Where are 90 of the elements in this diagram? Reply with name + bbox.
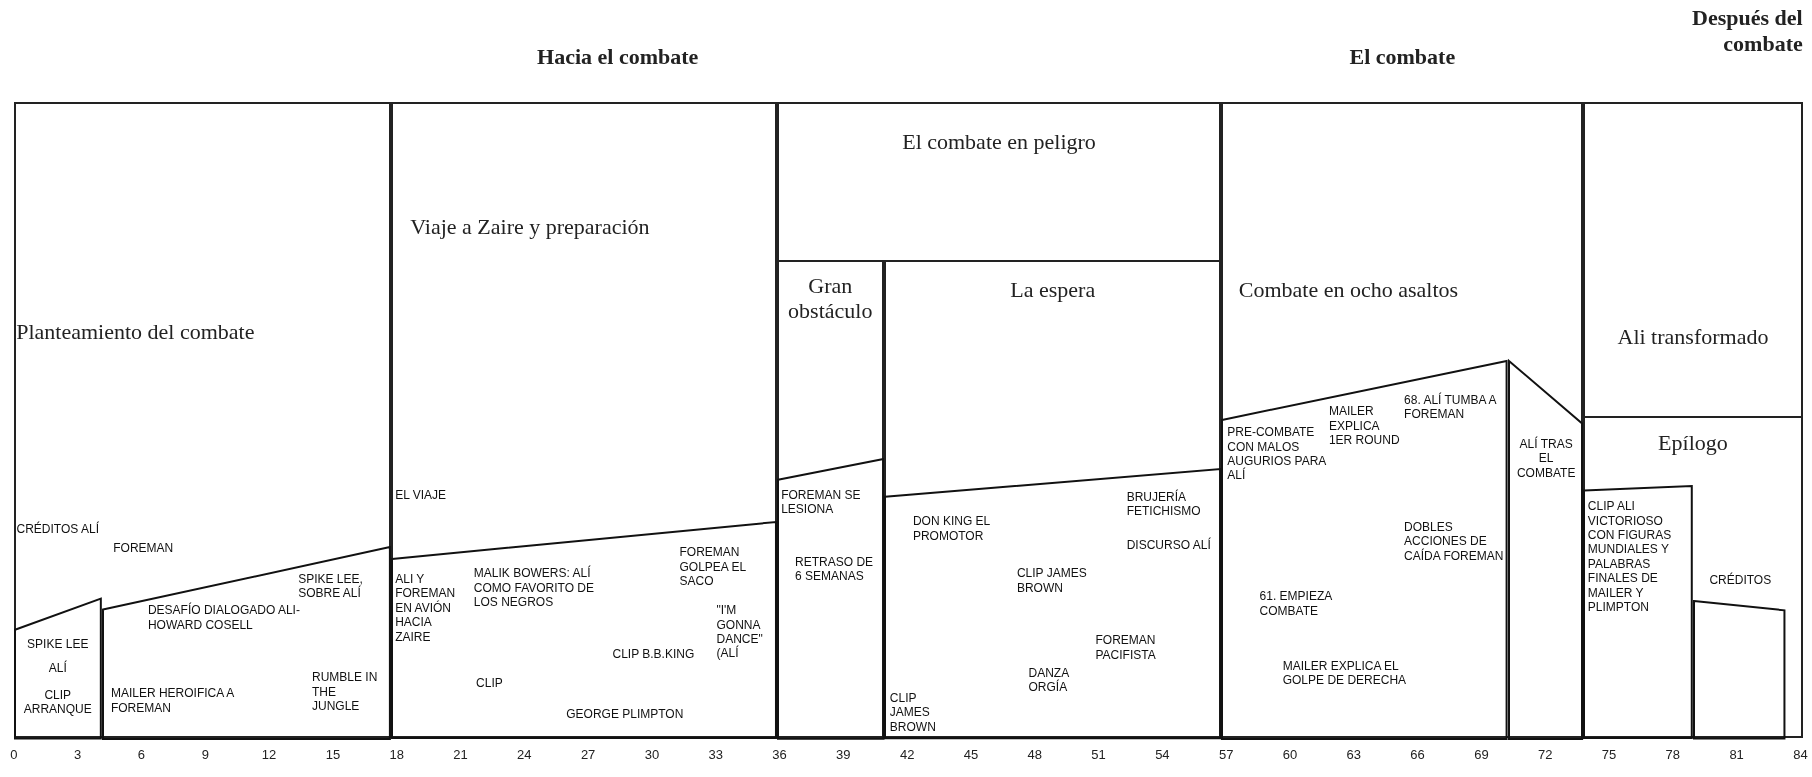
section-box: [1583, 101, 1803, 739]
scene-note: ALI Y FOREMAN EN AVIÓN HACIA ZAIRE: [395, 572, 457, 644]
axis-tick-label: 51: [1090, 746, 1107, 762]
section-box: [390, 101, 777, 739]
scene-note: CLIP JAMES BROWN: [889, 691, 937, 735]
scene-block: [776, 458, 885, 739]
scene-note: SPIKE LEE: [26, 636, 90, 652]
scene-block: [13, 520, 102, 739]
act-heading: Después del combate: [1691, 4, 1803, 58]
section-title: Ali transformado: [1616, 323, 1770, 349]
axis-tick-label: 3: [73, 746, 83, 762]
axis-tick-label: 0: [9, 746, 19, 762]
axis-tick-label: 54: [1154, 746, 1171, 762]
axis-tick-label: 81: [1728, 746, 1745, 762]
axis-tick-label: 36: [771, 746, 788, 762]
axis-tick-label: 63: [1345, 746, 1363, 762]
section-title: La espera: [1009, 277, 1097, 303]
scene-note: ALÍ TRAS EL COMBATE: [1515, 436, 1577, 480]
scene-note: CLIP B.B.KING: [612, 647, 696, 662]
scene-note: FOREMAN: [113, 540, 175, 556]
scene-note: "I'M GONNA DANCE" (ALÍ: [716, 603, 764, 661]
axis-tick-label: 84: [1792, 746, 1809, 762]
scene-block: [884, 469, 1222, 739]
section-title: El combate en peligro: [901, 129, 1097, 155]
section-title: Viaje a Zaire y preparación: [410, 213, 651, 240]
scene-heading: CRÉDITOS ALÍ: [15, 522, 100, 537]
axis-tick-label: 60: [1281, 746, 1299, 762]
section-box: [776, 260, 885, 739]
section-title: Combate en ocho asaltos: [1238, 277, 1460, 303]
scene-note: CLIP JAMES BROWN: [1016, 566, 1088, 595]
axis-tick-label: 72: [1536, 746, 1554, 762]
scene-heading: CRÉDITOS: [1708, 573, 1773, 588]
axis-tick-label: 21: [452, 746, 469, 762]
scene-block: [1692, 570, 1786, 739]
section-box: [1221, 101, 1584, 739]
section-box: [13, 101, 391, 739]
scene-note: RETRASO DE 6 SEMANAS: [795, 554, 875, 584]
axis-tick-label: 15: [324, 746, 342, 762]
axis-tick-label: 57: [1217, 746, 1235, 762]
section-title: Epílogo: [1657, 429, 1729, 456]
scene-note: CLIP ALI VICTORIOSO CON FIGURAS MUNDIALES Y PALABRAS FINALES DE MAILER Y PLIMPTON: [1587, 499, 1673, 615]
section-box: [776, 101, 1222, 739]
scene-note: 61. EMPIEZA COMBATE: [1259, 589, 1333, 619]
scene-note: FOREMAN PACIFISTA: [1095, 633, 1157, 663]
scene-note: MAILER EXPLICA 1ER ROUND: [1328, 404, 1401, 448]
section-title: Gran obstáculo: [787, 272, 874, 324]
axis-tick-label: 18: [388, 746, 405, 762]
section-box: [884, 260, 1222, 739]
act-heading: El combate: [1348, 43, 1457, 71]
axis-tick-label: 39: [835, 746, 852, 762]
scene-note: RUMBLE IN THE JUNGLE: [312, 670, 379, 714]
axis-tick-label: 12: [260, 746, 278, 762]
axis-tick-label: 66: [1409, 746, 1426, 762]
scene-block: [1583, 486, 1693, 739]
axis-tick-label: 6: [136, 746, 147, 762]
section-title: Planteamiento del combate: [16, 318, 256, 345]
axis-tick-label: 33: [707, 746, 724, 762]
axis-tick-label: 24: [516, 746, 533, 762]
scene-note: MALIK BOWERS: ALÍ COMO FAVORITO DE LOS NEGROS: [473, 566, 596, 610]
scene-note: PRE-COMBATE CON MALOS AUGURIOS PARA ALÍ: [1227, 425, 1327, 483]
scene-note: MAILER EXPLICA EL GOLPE DE DERECHA: [1282, 658, 1408, 688]
scene-note: CLIP ARRANQUE: [22, 687, 93, 717]
axis-tick-label: 42: [898, 746, 916, 762]
scene-note: CLIP: [476, 676, 504, 691]
axis-tick-label: 69: [1473, 746, 1490, 762]
section-box: [1583, 416, 1803, 739]
axis-tick-label: 45: [962, 746, 980, 762]
axis-tick-label: 27: [579, 746, 597, 762]
scene-note: FOREMAN SE LESIONA: [781, 487, 862, 517]
scene-note: 68. ALÍ TUMBA A FOREMAN: [1404, 392, 1498, 422]
scene-note: DOBLES ACCIONES DE CAÍDA FOREMAN: [1404, 520, 1504, 564]
scene-note: DON KING EL PROMOTOR: [912, 514, 991, 543]
axis-tick-label: 9: [200, 746, 210, 762]
scene-block: [1221, 360, 1509, 739]
act-heading: Hacia el combate: [536, 43, 700, 71]
axis-tick-label: 78: [1664, 746, 1682, 762]
scene-block: [1508, 360, 1584, 739]
scene-note: DISCURSO ALÍ: [1126, 538, 1212, 553]
scene-note: BRUJERÍA FETICHISMO: [1126, 489, 1202, 519]
axis-tick-label: 30: [643, 746, 661, 762]
scene-note: ALÍ: [47, 661, 68, 676]
scene-note: DANZA ORGÍA: [1028, 665, 1070, 695]
scene-note: DESAFÍO DIALOGADO ALI-HOWARD COSELL: [147, 603, 301, 632]
scene-note: SPIKE LEE, SOBRE ALÍ: [298, 572, 364, 601]
axis-tick-label: 48: [1026, 746, 1043, 762]
scene-heading: EL VIAJE: [395, 487, 448, 503]
scene-note: MAILER HEROIFICA A FOREMAN: [110, 686, 235, 716]
scene-note: FOREMAN GOLPEA EL SACO: [679, 545, 747, 589]
scene-note: GEORGE PLIMPTON: [566, 707, 685, 722]
axis-tick-label: 75: [1600, 746, 1618, 762]
